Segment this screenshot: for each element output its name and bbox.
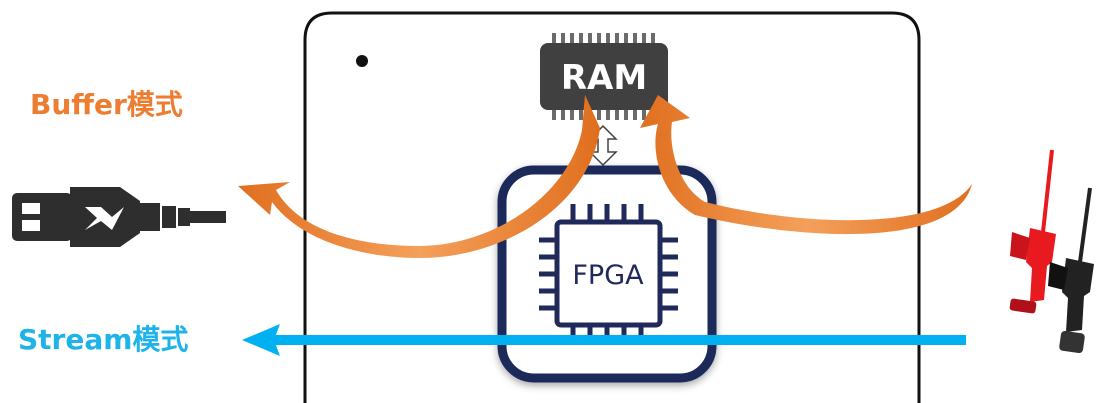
logic-probe-red-icon [1009, 149, 1056, 314]
stream-mode-label: Stream模式 [18, 323, 189, 356]
stream-mode-arrow [242, 324, 966, 356]
buffer-mode-arrow-in [640, 95, 972, 235]
logic-probe-black-icon [1048, 187, 1094, 354]
fpga-chip-die [539, 204, 678, 343]
buffer-mode-label: Buffer模式 [30, 88, 183, 121]
ram-chip: RAM [540, 33, 668, 120]
fpga-chip-label: FPGA [572, 260, 644, 291]
lightning-icon [85, 207, 124, 230]
board-corner-dot [356, 55, 368, 67]
ram-chip-label: RAM [561, 58, 647, 98]
usb-plug-icon [12, 187, 226, 247]
device-board-outline [303, 11, 921, 403]
